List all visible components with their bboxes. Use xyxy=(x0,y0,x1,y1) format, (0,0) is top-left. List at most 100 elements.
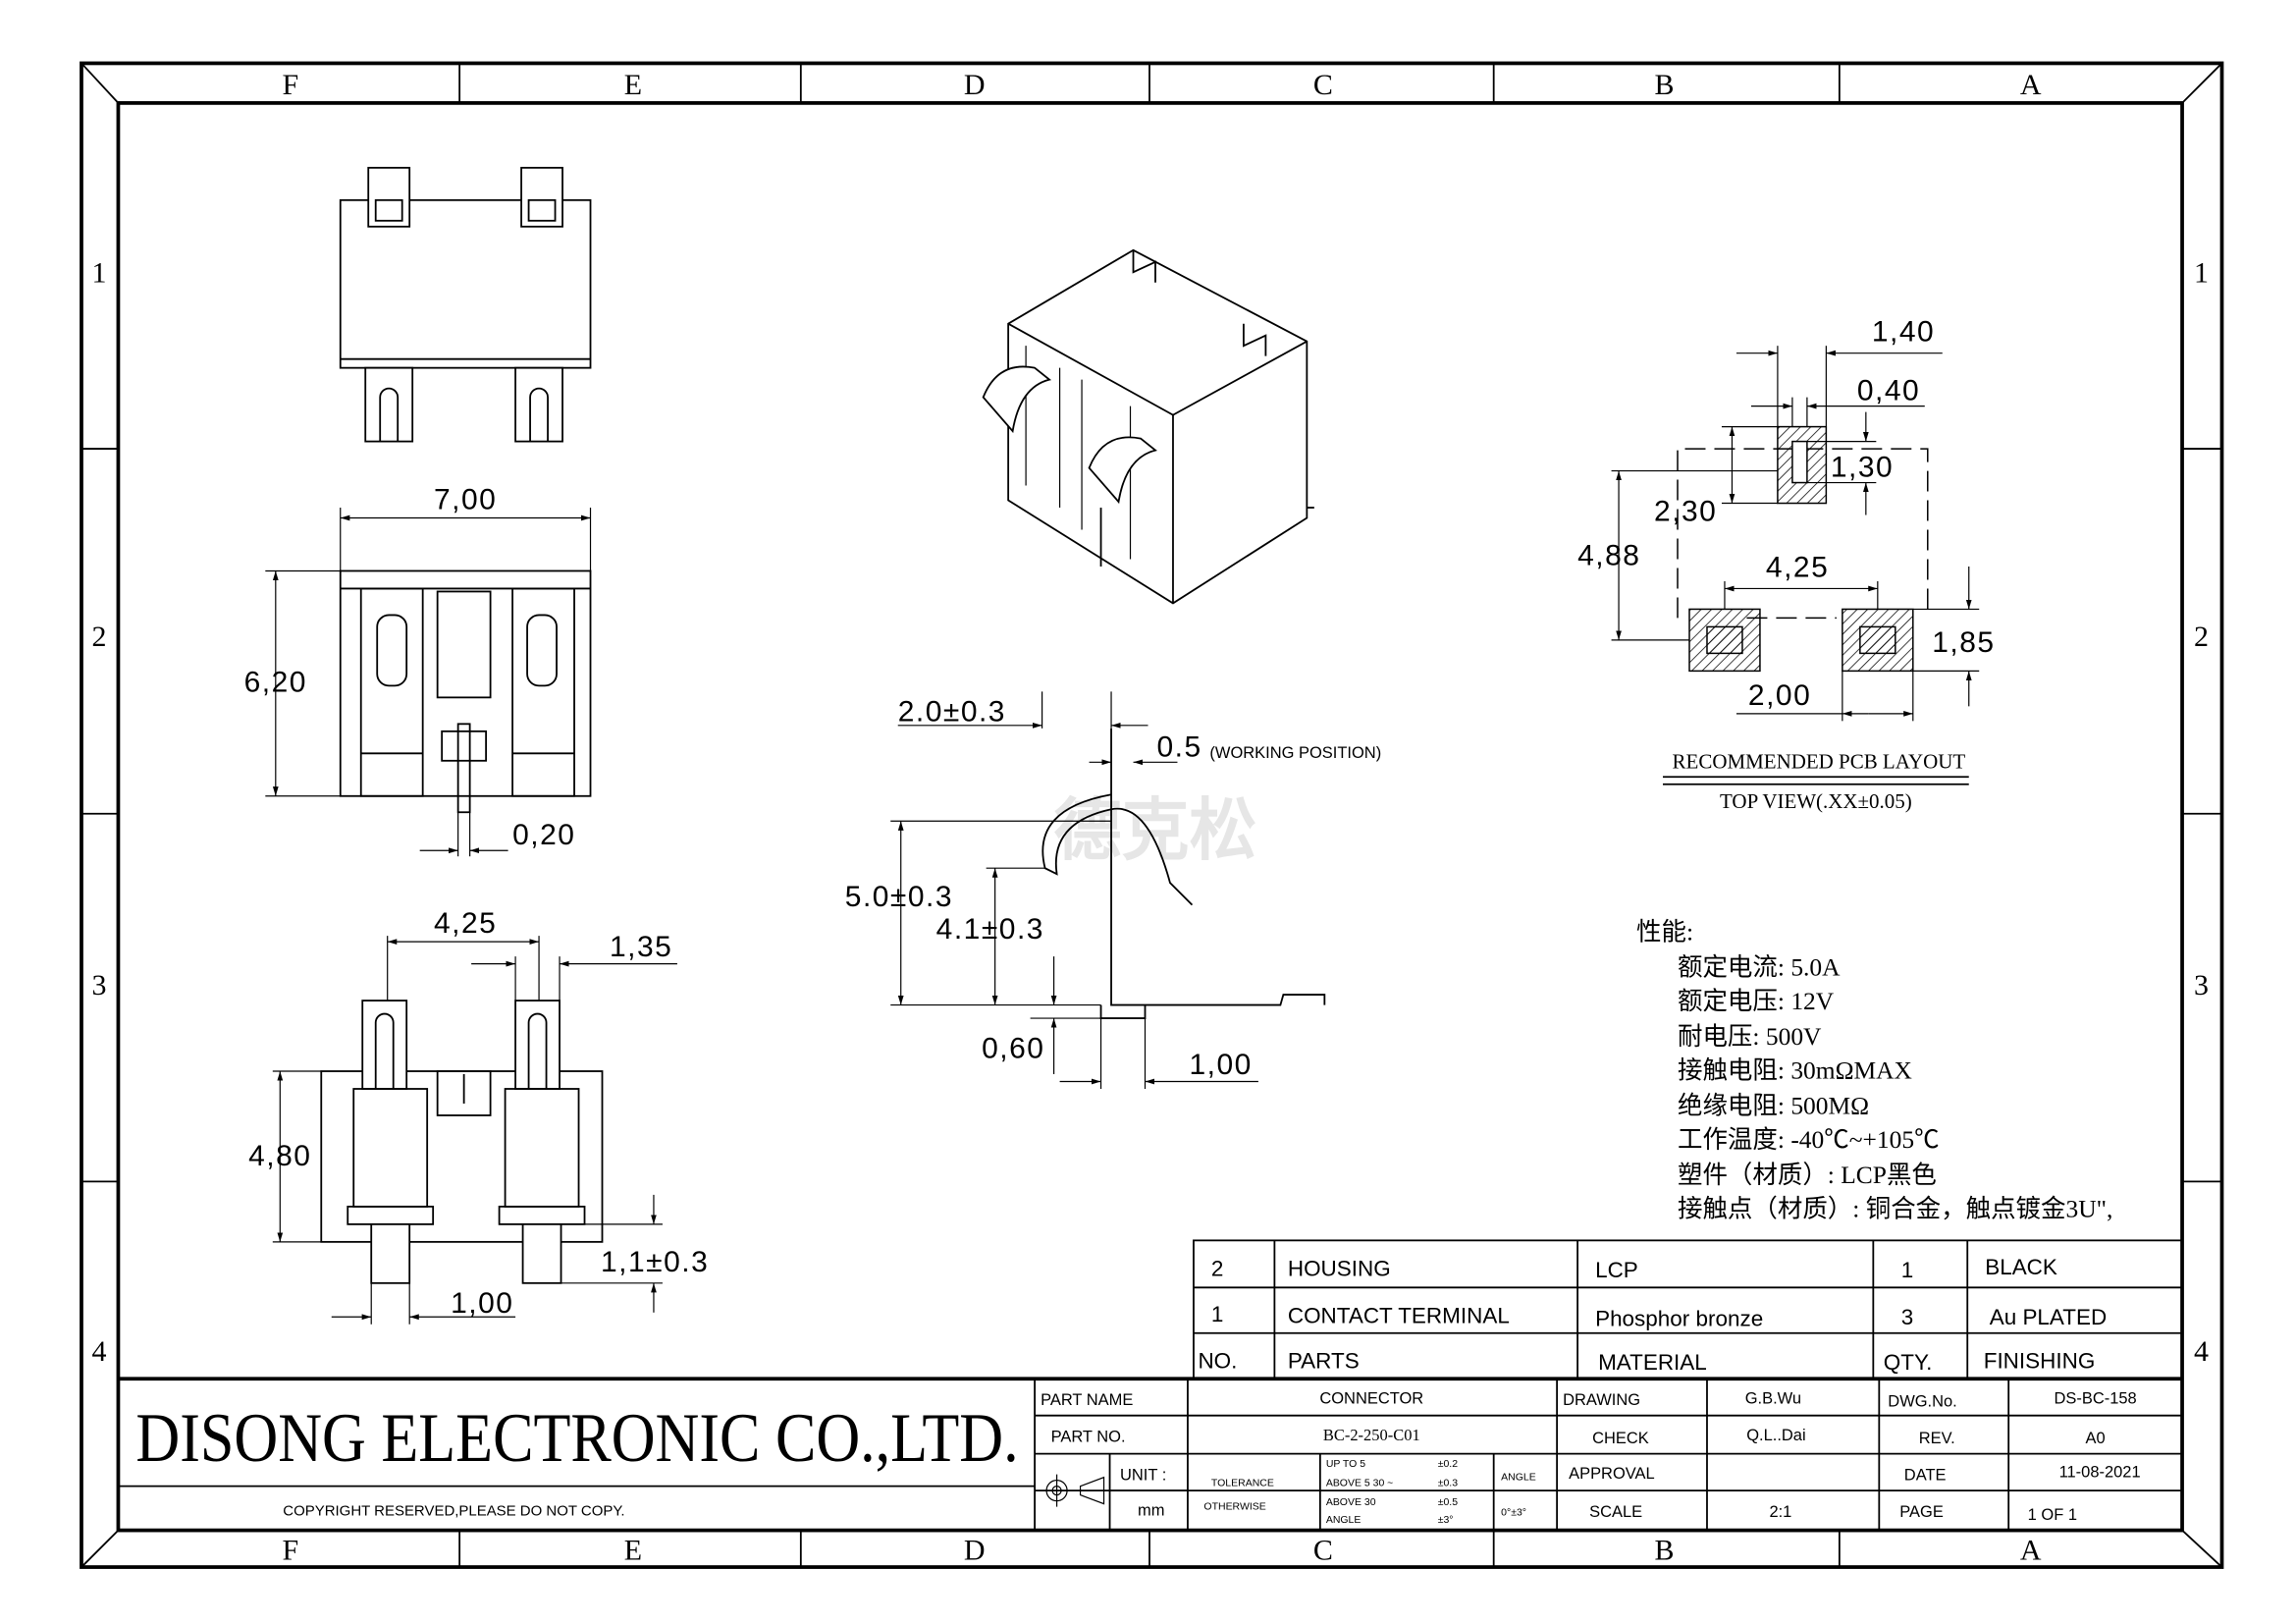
bom-material: LCP xyxy=(1595,1258,1638,1282)
tol-range: ANGLE xyxy=(1326,1515,1362,1526)
dim-width: 7,00 xyxy=(434,484,497,516)
dim-pitch: 4,25 xyxy=(434,907,497,940)
col-label: E xyxy=(624,1535,642,1567)
title-block: DISONG ELECTRONIC CO.,LTD. COPYRIGHT RES… xyxy=(118,1377,2183,1531)
pcb-layout-title: RECOMMENDED PCB LAYOUT xyxy=(1673,749,1966,773)
working-note: (WORKING POSITION) xyxy=(1209,744,1381,762)
part-no: BC-2-250-C01 xyxy=(1323,1426,1420,1444)
part-name-label: PART NAME xyxy=(1041,1391,1133,1409)
front-view: 7,00 6,20 0,20 xyxy=(244,484,592,857)
bom-header-material: MATERIAL xyxy=(1598,1350,1707,1375)
page-label: PAGE xyxy=(1899,1503,1944,1521)
row-label: 2 xyxy=(91,621,106,653)
tol-range: ABOVE 30 xyxy=(1326,1497,1376,1508)
bom-part: CONTACT TERMINAL xyxy=(1288,1303,1510,1327)
bom-material: Phosphor bronze xyxy=(1595,1306,1763,1330)
spec-item: 塑件（材质）: LCP黑色 xyxy=(1678,1161,1937,1189)
dim-tail-width: 1,00 xyxy=(451,1287,513,1320)
bom-qty: 1 xyxy=(1901,1258,1914,1282)
spec-item: 耐电压: 500V xyxy=(1678,1022,1822,1051)
row-label: 3 xyxy=(91,969,106,1001)
tol-value: ±0.5 xyxy=(1438,1497,1458,1508)
dim-working-height: 4.1±0.3 xyxy=(936,913,1044,946)
spec-item: 绝缘电阻: 500MΩ xyxy=(1678,1091,1869,1119)
sheet-frame xyxy=(80,61,2224,1569)
row-label: 4 xyxy=(91,1335,106,1368)
bom-table: 2 HOUSING LCP 1 BLACK 1 CONTACT TERMINAL… xyxy=(1193,1239,2183,1380)
tol-range: ABOVE 5 30 ~ xyxy=(1326,1479,1393,1489)
spec-item: 额定电压: 12V xyxy=(1678,987,1835,1015)
check-label: CHECK xyxy=(1592,1430,1649,1447)
bom-finishing: BLACK xyxy=(1985,1255,2057,1279)
bom-no: 1 xyxy=(1211,1302,1224,1326)
dim-slot-w: 0,40 xyxy=(1857,375,1920,407)
col-label: B xyxy=(1655,1535,1675,1567)
dim-working: 0.5 xyxy=(1156,730,1201,763)
bom-header-finishing: FINISHING xyxy=(1984,1349,2096,1374)
dwg-no-label: DWG.No. xyxy=(1888,1393,1956,1411)
dim-pad-w: 1,40 xyxy=(1872,316,1935,349)
checked-by: Q.L..Dai xyxy=(1746,1427,1805,1444)
specs-heading: 性能: xyxy=(1636,918,1693,947)
specifications: 性能: 额定电流: 5.0A 额定电压: 12V 耐电压: 500V 接触电阻:… xyxy=(1636,918,2112,1223)
unit-value: mm xyxy=(1138,1502,1164,1520)
spec-item: 接触电阻: 30mΩMAX xyxy=(1678,1056,1912,1085)
tolerance-label: TOLERANCE xyxy=(1211,1479,1274,1489)
scale-value: 2:1 xyxy=(1769,1503,1791,1521)
part-name: CONNECTOR xyxy=(1319,1390,1423,1408)
dim-slot-h: 1,30 xyxy=(1831,452,1894,484)
approval-label: APPROVAL xyxy=(1569,1465,1655,1483)
projection-symbol-icon xyxy=(1041,1474,1105,1507)
tol-range: UP TO 5 xyxy=(1326,1459,1365,1470)
row-label: 1 xyxy=(91,257,106,290)
scale-label: SCALE xyxy=(1589,1503,1642,1521)
pcb-layout: 1,40 0,40 1,30 2,30 4,88 4,25 1,85 2,00 … xyxy=(1577,316,1995,813)
spec-item: 工作温度: -40℃~+105℃ xyxy=(1678,1125,1940,1154)
date-value: 11-08-2021 xyxy=(2059,1464,2141,1482)
tol-value: ±0.3 xyxy=(1438,1479,1458,1489)
angle-tolerance: 0°±3° xyxy=(1501,1508,1526,1519)
dim-offset: 2.0±0.3 xyxy=(898,695,1006,728)
dim-side-pad-w: 2,00 xyxy=(1748,679,1811,712)
col-label: A xyxy=(2020,69,2042,101)
tol-value: ±3° xyxy=(1438,1515,1454,1526)
dwg-no: DS-BC-158 xyxy=(2055,1390,2137,1408)
tol-value: ±0.2 xyxy=(1438,1459,1458,1470)
spec-item: 接触点（材质）: 铜合金，触点镀金3U", xyxy=(1678,1194,2112,1222)
page-value: 1 OF 1 xyxy=(2028,1506,2077,1524)
pcb-layout-subtitle: TOP VIEW(.XX±0.05) xyxy=(1720,789,1912,813)
company-name: DISONG ELECTRONIC CO.,LTD. xyxy=(135,1400,1018,1477)
dim-tail: 1,1±0.3 xyxy=(601,1246,709,1278)
col-label: B xyxy=(1655,69,1675,101)
row-label: 2 xyxy=(2194,621,2209,653)
bom-finishing: Au PLATED xyxy=(1990,1305,2107,1329)
col-label: A xyxy=(2020,1535,2042,1567)
column-labels-top: F E D C B A xyxy=(282,69,2041,101)
dim-total-h: 4,88 xyxy=(1577,539,1640,571)
col-label: D xyxy=(964,69,986,101)
contact-side-view: 德克松 2.0±0.3 0.5 (WORKING POSITION) 5.0±0… xyxy=(845,691,1381,1089)
dim-pin-width: 1,35 xyxy=(610,931,672,963)
drawn-by: G.B.Wu xyxy=(1745,1390,1801,1408)
bom-no: 2 xyxy=(1211,1256,1224,1280)
dim-side-pad-h: 1,85 xyxy=(1932,626,1995,659)
col-label: D xyxy=(964,1535,986,1567)
dim-pin: 0,20 xyxy=(512,819,575,851)
dim-foot: 1,00 xyxy=(1189,1049,1252,1081)
row-labels: 1 2 3 4 1 2 3 4 xyxy=(91,257,2209,1369)
row-label: 4 xyxy=(2194,1335,2209,1368)
dim-height: 6,20 xyxy=(244,666,307,698)
bom-header-no: NO. xyxy=(1198,1349,1237,1374)
dim-height: 4,80 xyxy=(248,1140,311,1172)
angle-label: ANGLE xyxy=(1501,1473,1536,1484)
part-no-label: PART NO. xyxy=(1051,1429,1126,1446)
date-label: DATE xyxy=(1904,1467,1947,1485)
row-label: 3 xyxy=(2194,969,2209,1001)
watermark: 德克松 xyxy=(1054,792,1257,868)
copyright-notice: COPYRIGHT RESERVED,PLEASE DO NOT COPY. xyxy=(283,1503,624,1520)
unit-label: UNIT : xyxy=(1120,1467,1166,1485)
dim-pitch: 4,25 xyxy=(1766,551,1829,583)
rev-label: REV. xyxy=(1919,1430,1955,1447)
isometric-view xyxy=(982,248,1314,605)
